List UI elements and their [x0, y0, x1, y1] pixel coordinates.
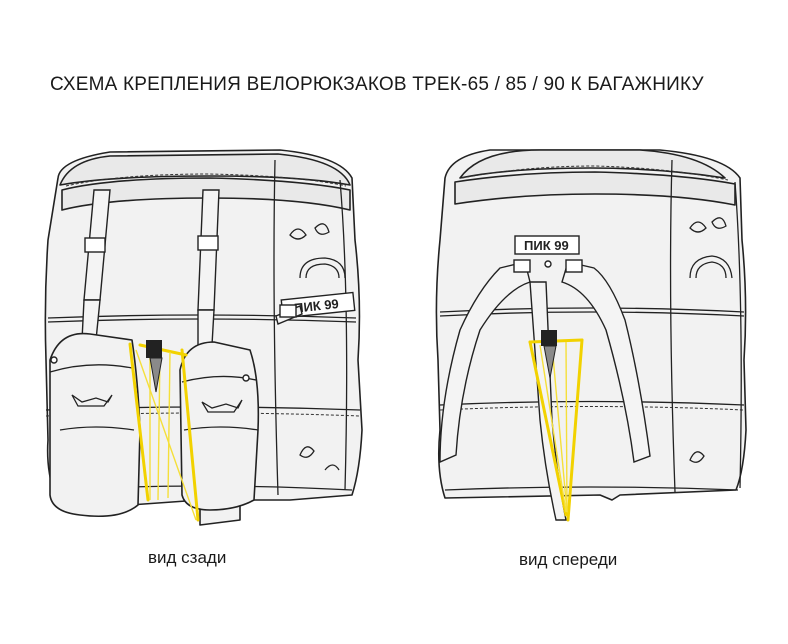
rear-backpack: ПИК 99 — [44, 149, 363, 526]
rear-logo-text: ПИК 99 — [293, 296, 339, 316]
front-rack — [528, 330, 584, 522]
front-backpack: ПИК 99 — [435, 149, 747, 521]
rear-view-caption: вид сзади — [148, 548, 227, 567]
front-view-caption: вид спереди — [519, 550, 618, 569]
rear-rack — [128, 340, 200, 522]
front-logo-text: ПИК 99 — [524, 238, 569, 253]
diagram-title: СХЕМА КРЕПЛЕНИЯ ВЕЛОРЮКЗАКОВ ТРЕК-65 / 8… — [50, 74, 704, 95]
